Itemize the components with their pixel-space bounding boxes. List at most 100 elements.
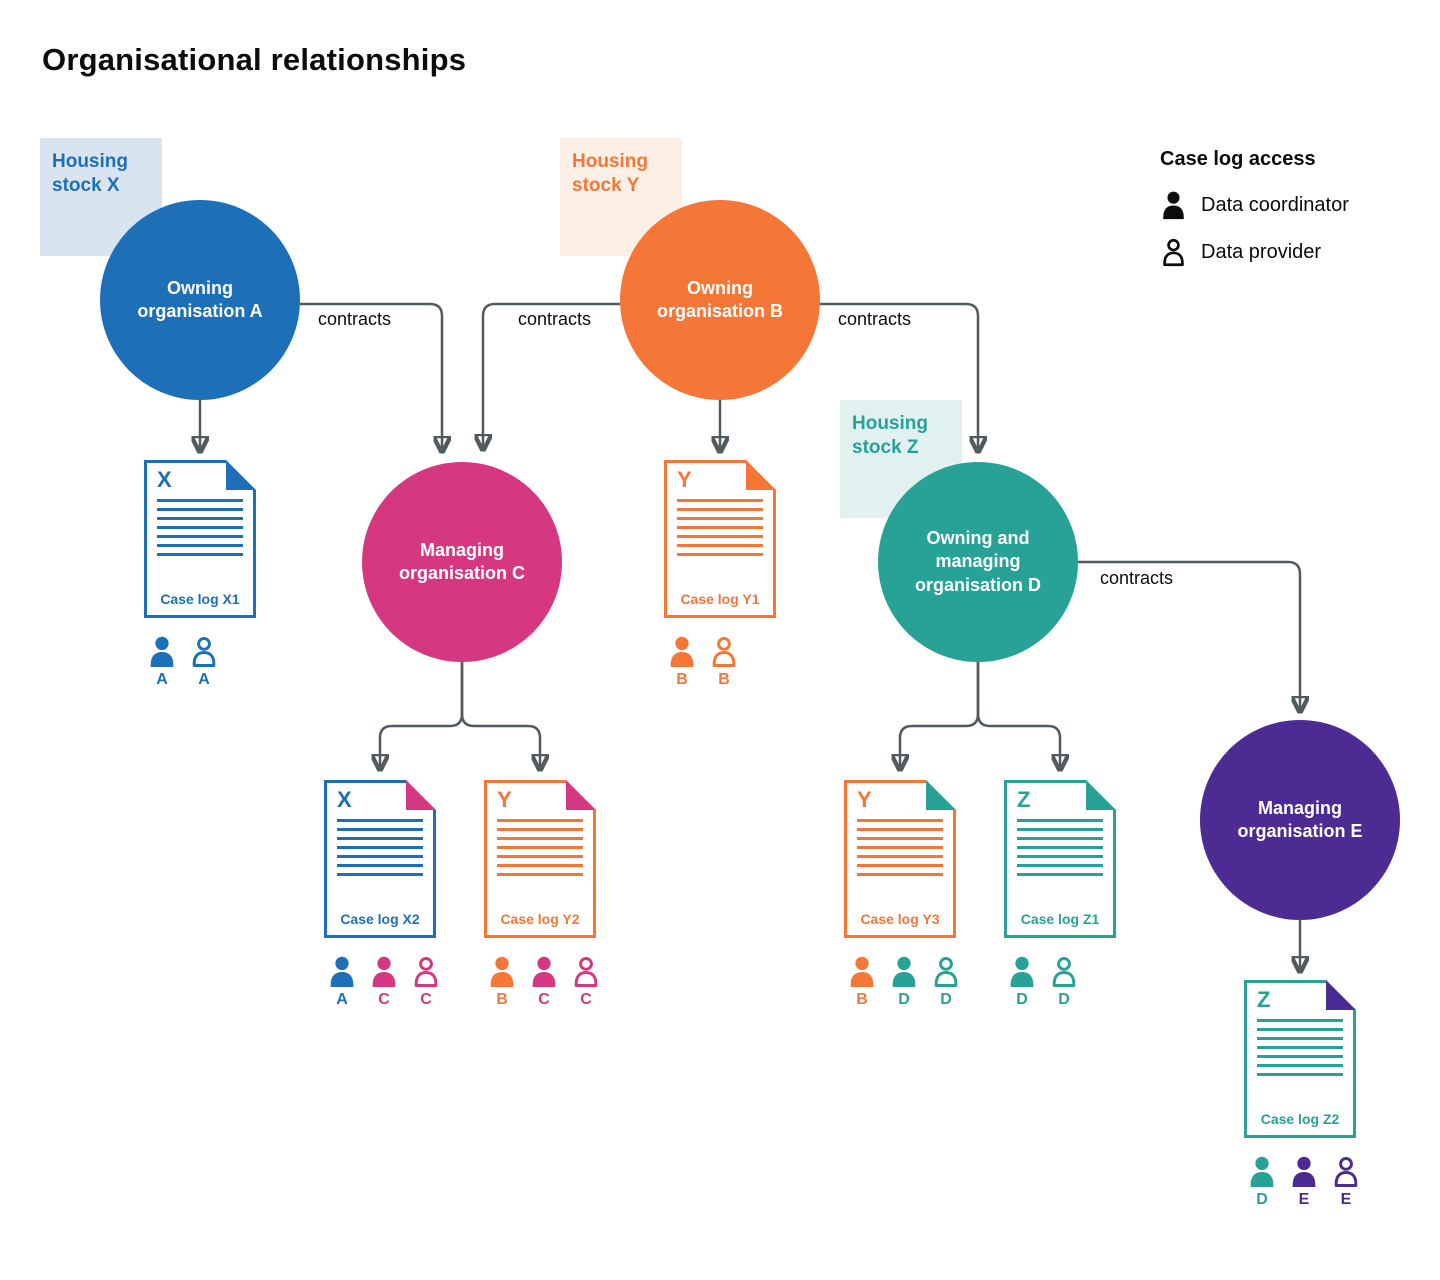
- org-node-owning-managing-d: Owning and managing organisation D: [878, 462, 1078, 662]
- person-filled-icon: [847, 956, 877, 988]
- contracts-label-d-e: contracts: [1100, 568, 1174, 588]
- document-letter: X: [337, 787, 352, 812]
- org-node-owning-b: Owning organisation B: [620, 200, 820, 400]
- org-node-owning-a: Owning organisation A: [100, 200, 300, 400]
- contracts-label-a-c: contracts: [318, 309, 392, 329]
- case-log-y2-document: Y Case log Y2: [484, 780, 596, 938]
- access-person: A: [186, 636, 222, 689]
- document-fold-icon: [1326, 980, 1356, 1010]
- access-letter: D: [1256, 1191, 1268, 1208]
- document-text-lines: [147, 492, 253, 557]
- access-person: E: [1286, 1156, 1322, 1209]
- person-filled-icon: [1007, 956, 1037, 988]
- person-filled-icon: [1289, 1156, 1319, 1188]
- org-label: Managing organisation E: [1237, 797, 1363, 841]
- access-person: C: [408, 956, 444, 1009]
- connector-c-to-caselog-y2: [460, 662, 540, 768]
- case-log-x1-document: X Case log X1: [144, 460, 256, 618]
- connector-d-to-caselog-y3: [900, 662, 980, 768]
- document-letter: Y: [677, 467, 692, 492]
- case-log-z1-access: D D: [1004, 956, 1082, 1009]
- case-log-x2-document: X Case log X2: [324, 780, 436, 938]
- case-log-label: Case log Y3: [860, 911, 940, 927]
- contracts-label-b-c: contracts: [518, 309, 592, 329]
- access-person: B: [844, 956, 880, 1009]
- access-person: B: [664, 636, 700, 689]
- access-letter: A: [336, 991, 348, 1008]
- access-letter: A: [198, 671, 210, 688]
- person-outline-icon: [1049, 956, 1079, 988]
- document-fold-icon: [1086, 780, 1116, 810]
- document-fold-icon: [406, 780, 436, 810]
- person-outline-icon: [571, 956, 601, 988]
- document-text-lines: [847, 812, 953, 877]
- access-letter: B: [676, 671, 688, 688]
- person-outline-icon: [411, 956, 441, 988]
- org-node-managing-c: Managing organisation C: [362, 462, 562, 662]
- access-person: A: [324, 956, 360, 1009]
- access-letter: A: [156, 671, 168, 688]
- org-label: Managing organisation C: [398, 539, 525, 583]
- legend-item-data-coordinator: Data coordinator: [1160, 191, 1349, 220]
- document-letter: Z: [1257, 987, 1271, 1012]
- case-log-z2-document: Z Case log Z2: [1244, 980, 1356, 1138]
- access-letter: B: [496, 991, 508, 1008]
- access-letter: C: [538, 991, 550, 1008]
- access-person: D: [1046, 956, 1082, 1009]
- access-person: D: [886, 956, 922, 1009]
- org-label: Owning organisation B: [656, 277, 783, 321]
- org-node-managing-e: Managing organisation E: [1200, 720, 1400, 920]
- document-text-lines: [487, 812, 593, 877]
- document-letter: Y: [497, 787, 512, 812]
- document-letter: Z: [1017, 787, 1031, 812]
- connector-d-to-e: [1078, 560, 1300, 710]
- document-letter: X: [157, 467, 172, 492]
- access-letter: C: [420, 991, 432, 1008]
- access-letter: C: [378, 991, 390, 1008]
- connector-d-to-caselog-z1: [976, 662, 1060, 768]
- case-log-label: Case log X2: [340, 911, 420, 927]
- document-fold-icon: [566, 780, 596, 810]
- org-label: Owning organisation A: [137, 277, 263, 321]
- access-person: A: [144, 636, 180, 689]
- person-filled-icon: [1247, 1156, 1277, 1188]
- document-fold-icon: [926, 780, 956, 810]
- access-person: D: [1004, 956, 1040, 1009]
- person-outline-icon: [709, 636, 739, 668]
- case-log-y1-access: B B: [664, 636, 742, 689]
- document-fold-icon: [226, 460, 256, 490]
- access-letter: E: [1340, 1191, 1352, 1208]
- document-text-lines: [1247, 1012, 1353, 1077]
- case-log-y3-access: B D D: [844, 956, 964, 1009]
- person-outline-icon: [931, 956, 961, 988]
- case-log-z2-access: D E E: [1244, 1156, 1364, 1209]
- case-log-label: Case log X1: [160, 591, 240, 607]
- legend-item-label: Data provider: [1201, 241, 1322, 263]
- case-log-z1-document: Z Case log Z1: [1004, 780, 1116, 938]
- person-filled-icon: [1160, 191, 1187, 220]
- case-log-label: Case log Z2: [1260, 1111, 1340, 1127]
- case-log-label: Case log Y1: [680, 591, 760, 607]
- case-log-y1-document: Y Case log Y1: [664, 460, 776, 618]
- connector-b-to-d: [820, 302, 978, 450]
- case-log-x2-access: A C C: [324, 956, 444, 1009]
- access-person: E: [1328, 1156, 1364, 1209]
- legend-title: Case log access: [1160, 148, 1316, 170]
- document-text-lines: [1007, 812, 1113, 877]
- access-letter: E: [1298, 1191, 1310, 1208]
- contracts-label-b-d: contracts: [838, 309, 912, 329]
- case-log-y3-document: Y Case log Y3: [844, 780, 956, 938]
- document-fold-icon: [746, 460, 776, 490]
- access-person: B: [484, 956, 520, 1009]
- document-text-lines: [667, 492, 773, 557]
- person-filled-icon: [487, 956, 517, 988]
- page-title: Organisational relationships: [42, 42, 467, 77]
- access-person: D: [1244, 1156, 1280, 1209]
- case-log-y2-access: B C C: [484, 956, 604, 1009]
- access-person: C: [526, 956, 562, 1009]
- person-filled-icon: [667, 636, 697, 668]
- access-letter: D: [1058, 991, 1070, 1008]
- person-filled-icon: [529, 956, 559, 988]
